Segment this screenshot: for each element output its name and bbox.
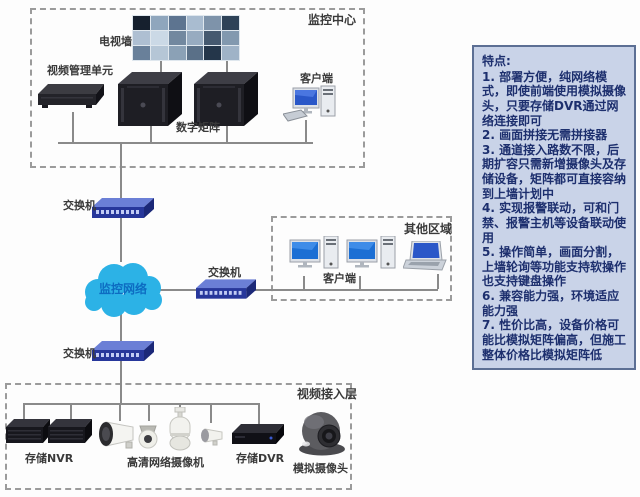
dome-camera-icon [299,412,345,456]
rack-server-icon [38,84,104,108]
features-list: 1. 部署方便，纯网络模式，即使前端使用模拟摄像头，只要存储DVR通过网络连接即… [482,70,626,363]
digital-matrix-label: 数字矩阵 [176,121,220,134]
feature-item: 6. 兼容能力强，环境适应能力强 [482,289,620,318]
desktop-computer-icon [346,236,396,269]
server-icon [194,72,258,126]
network-cloud: 监控网络 [78,250,168,320]
cloud-icon [85,263,162,317]
connector-line [120,360,122,404]
feature-item: 2. 画面拼接无需拼接器 [482,128,608,143]
zone-monitor-center [30,8,365,168]
dvr-icon [232,424,284,444]
connector-line [148,403,150,421]
switch-right-label: 交换机 [208,266,241,279]
client-top-label: 客户端 [300,72,333,85]
small-bullet-camera [198,423,224,447]
bullet-camera-icon [201,428,223,446]
switch-bottom-label: 交换机 [63,347,96,360]
connector-line [305,120,307,142]
connector-line [120,142,122,200]
storage-dvr-label: 存储DVR [236,452,285,465]
connector-line [23,403,25,423]
connector-line [359,276,361,289]
server-icon [118,72,182,126]
connector-line [150,126,152,142]
other-area-desktop-1 [286,236,340,278]
network-switch-icon [92,341,154,361]
video-mgmt-unit-label: 视频管理单元 [47,64,113,77]
connector-line [160,289,438,291]
client-other-label: 客户端 [323,272,356,285]
ptz-camera-icon [169,407,191,451]
nvr-device-2 [48,419,92,447]
connector-line [226,126,228,142]
network-switch-icon [196,279,256,299]
connector-line [226,58,228,73]
zone-monitor-center-label: 监控中心 [308,13,357,27]
laptop-icon [403,241,447,271]
tv-wall-image [132,15,240,61]
bullet-camera [96,417,138,451]
matrix-server-2 [194,72,258,126]
connector-line [437,274,439,289]
connector-line [303,276,305,289]
mini-dome-camera [137,423,159,449]
connector-line [160,58,162,73]
nvr-icon [6,419,50,443]
analog-dome-camera [296,409,348,457]
nvr-device-1 [6,419,50,447]
zone-other-area-label: 其他区域 [404,222,453,236]
zone-other-area [271,216,452,301]
connector-line [120,216,122,262]
desktop-computer-icon [283,85,336,122]
storage-nvr-label: 存储NVR [25,452,74,465]
network-switch-icon [92,198,154,218]
connector-line [119,403,121,421]
nvr-icon [48,419,92,443]
other-area-desktop-2 [343,236,397,278]
desktop-computer-icon [289,236,339,269]
zone-video-access-label: 视频接入层 [297,387,358,401]
features-title: 特点: [482,54,511,68]
feature-item: 5. 操作简单，画面分割，上墙轮询等功能支持软操作也支持键盘操作 [482,245,627,289]
ptz-dome-camera [162,407,198,452]
bullet-camera-icon [99,421,134,449]
feature-item: 3. 通道接入路数不限，后期扩容只需新增摄像头及存储设备，矩阵都可直接容纳到上墙… [482,142,627,201]
connector-line [210,403,212,423]
hd-ip-camera-label: 高清网络摄像机 [127,456,204,469]
switch-right-device [196,277,256,301]
other-area-laptop [403,241,449,275]
connector-line [120,314,122,342]
network-cloud-label: 监控网络 [98,282,147,296]
mini-dome-camera-icon [138,425,158,449]
video-mgmt-unit-device [38,84,104,110]
features-panel: 特点: 1. 部署方便，纯网络模式，即使前端使用模拟摄像头，只要存储DVR通过网… [472,45,636,370]
connector-line [23,403,260,405]
connector-line [258,403,260,427]
feature-item: 4. 实现报警联动，可和门禁、报警主机等设备联动使用 [482,201,627,245]
switch-bottom-device [92,339,154,363]
dvr-device [232,424,284,448]
connector-line [72,112,74,142]
feature-item: 1. 部署方便，纯网络模式，即使前端使用模拟摄像头，只要存储DVR通过网络连接即… [482,69,627,128]
switch-top-label: 交换机 [63,199,96,212]
connector-line [70,403,72,423]
analog-camera-label: 模拟摄像头 [293,462,348,475]
client-top-device [283,84,339,124]
connector-line [58,142,313,144]
switch-top-device [92,196,154,220]
tv-wall-label: 电视墙 [99,35,132,48]
matrix-server-1 [118,72,182,126]
feature-item: 7. 性价比高，设备价格可能比模拟矩阵偏高，但施工整体价格比模拟矩阵低 [482,318,627,362]
